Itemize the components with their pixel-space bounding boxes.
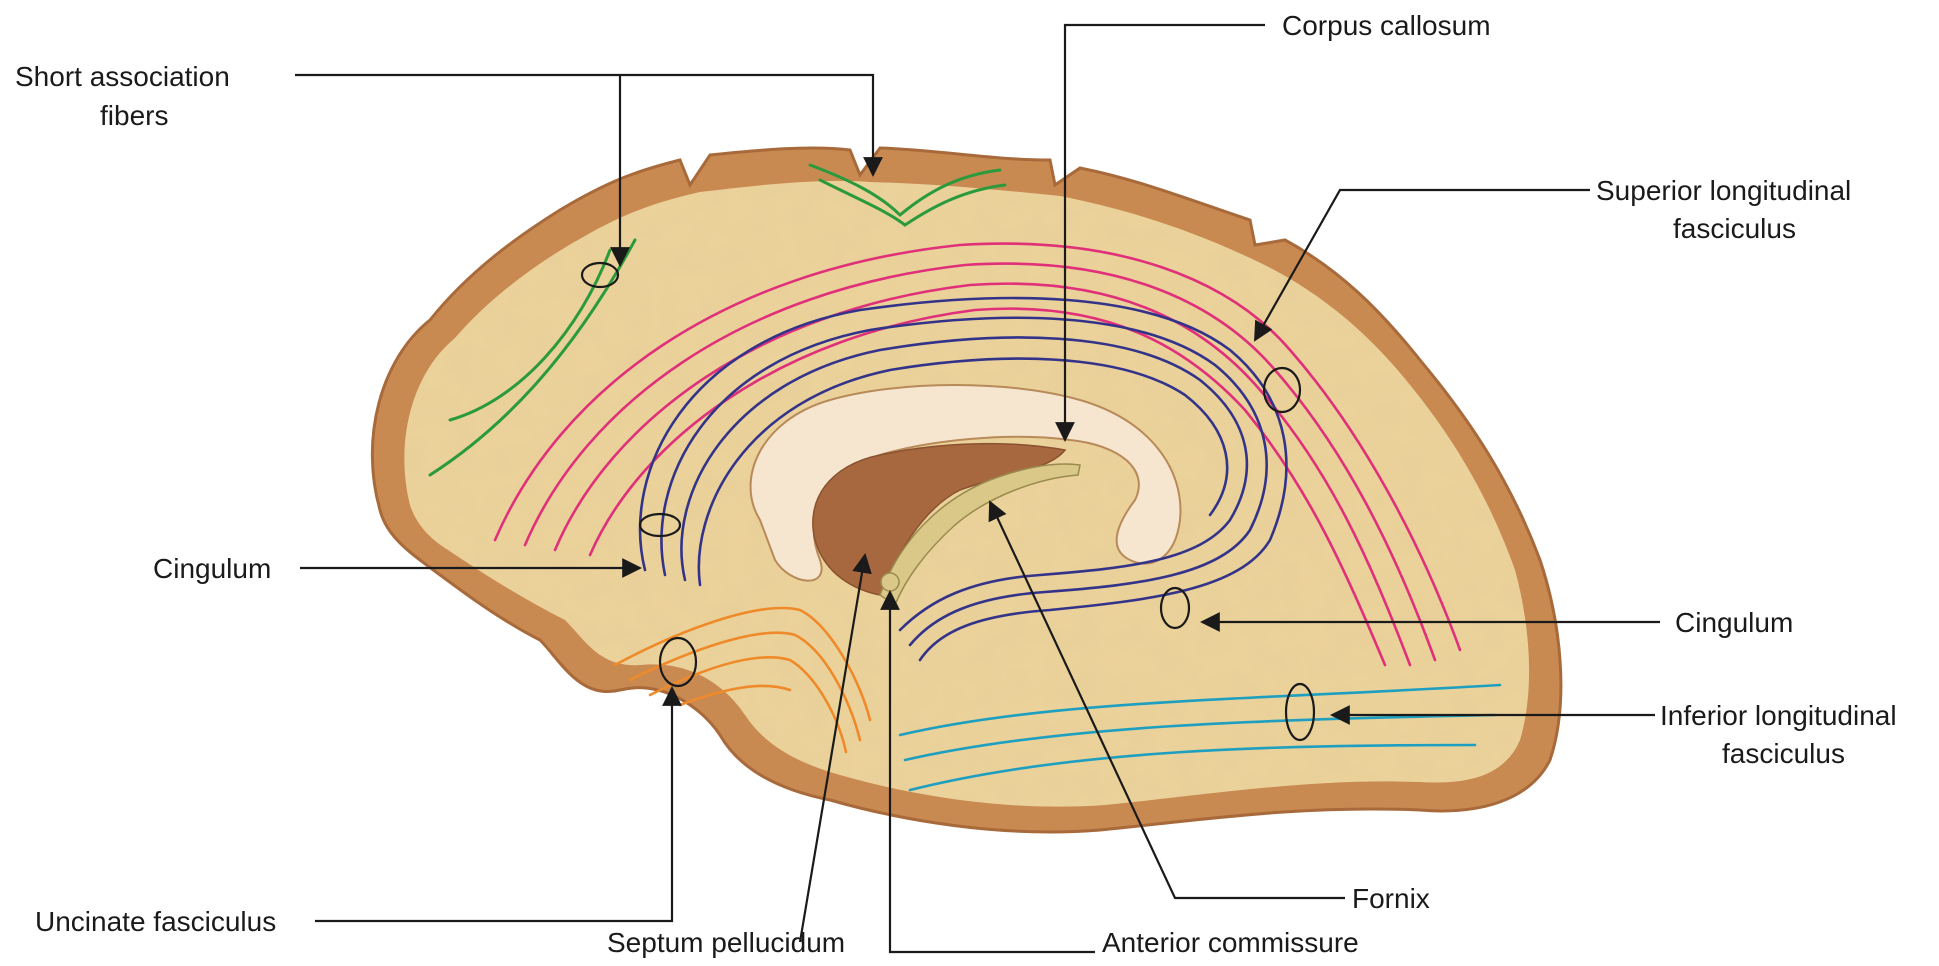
label-cingulum-left: Cingulum xyxy=(153,553,271,584)
label-inferior-longitudinal-1: Inferior longitudinal xyxy=(1660,700,1897,731)
label-inferior-longitudinal-2: fasciculus xyxy=(1722,738,1845,769)
label-superior-longitudinal-1: Superior longitudinal xyxy=(1596,175,1851,206)
label-cingulum-right: Cingulum xyxy=(1675,607,1793,638)
label-short-association-1: Short association xyxy=(15,61,230,92)
label-anterior-commissure: Anterior commissure xyxy=(1102,927,1359,958)
label-corpus-callosum: Corpus callosum xyxy=(1282,10,1491,41)
label-septum-pellucidum: Septum pellucidum xyxy=(607,927,845,958)
anterior-commissure-shape xyxy=(881,573,899,591)
label-short-association-2: fibers xyxy=(100,100,168,131)
leader-uncinate xyxy=(315,688,672,921)
label-superior-longitudinal-2: fasciculus xyxy=(1673,213,1796,244)
label-uncinate-fasciculus: Uncinate fasciculus xyxy=(35,906,276,937)
label-fornix: Fornix xyxy=(1352,883,1430,914)
